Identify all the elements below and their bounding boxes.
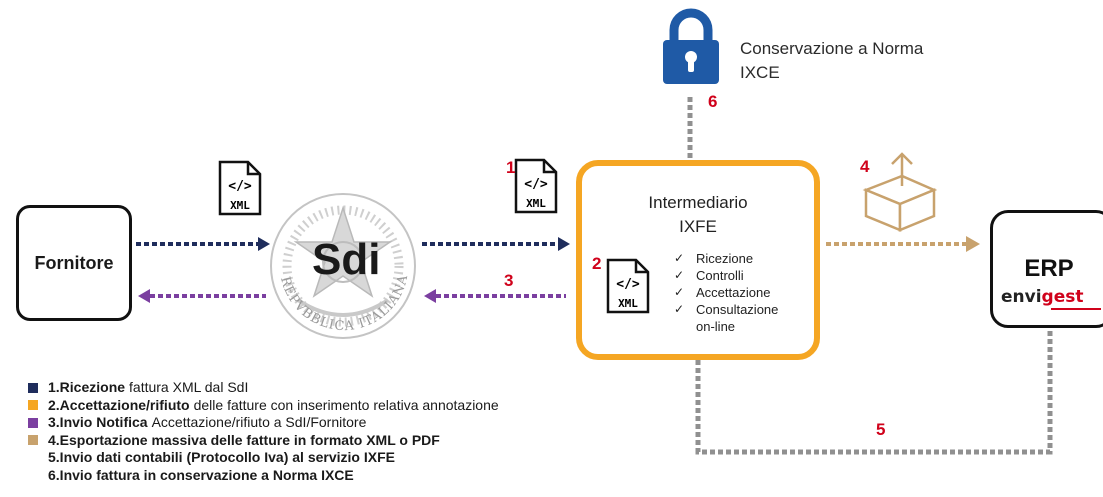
xml-caption: XML [526,197,546,210]
legend-swatch [28,470,38,480]
legend-swatch [28,435,38,446]
legend-swatch [28,453,38,463]
sdi-seal-emblem: REPVBBLICA ITALIANA [270,193,416,339]
xml-code-glyph: </> [228,179,252,194]
fornitore-box: Fornitore [16,205,132,321]
arrowhead-intermediario-to-erp [966,236,980,252]
legend-item: 5.Invio dati contabili (Protocollo Iva) … [28,449,499,467]
xml-code-glyph: </> [616,277,640,292]
checklist-item: ✓Controlli [674,268,744,283]
fornitore-label: Fornitore [34,252,114,273]
intermediario-box: Intermediario IXFE </> XML ✓Ricezione ✓C… [576,160,820,360]
conservazione-label: Conservazione a Norma IXCE [740,39,924,82]
checklist-item: on-line [696,319,736,334]
step-number-5: 5 [876,420,886,439]
xml-caption: XML [618,297,638,310]
legend-swatch [28,382,38,393]
intermediario-checklist: ✓Ricezione ✓Controlli ✓Accettazione ✓Con… [674,250,778,335]
check-icon: ✓ [674,285,685,299]
legend-swatch [28,417,38,428]
intermediario-title: Intermediario [648,193,748,212]
legend-item: 6.Invio fattura in conservazione a Norma… [28,467,499,485]
xml-file-icon: </> XML [606,258,650,314]
check-icon: ✓ [674,302,685,316]
arrowhead-intermediario-to-sdi [424,289,436,303]
xml-file-icon: </> XML [218,160,262,216]
step-number-6: 6 [708,92,718,111]
erp-title: ERP [1024,255,1074,282]
erp-box: ERP envigest [990,210,1103,328]
envigest-logo: envigest [1001,287,1084,307]
checklist-item: ✓Ricezione [674,251,754,266]
arrowhead-fornitore-to-sdi [258,237,270,251]
step-number-2: 2 [592,254,602,273]
xml-code-glyph: </> [524,177,548,192]
legend-swatch [28,400,38,411]
step-number-1: 1 [506,158,516,177]
connector-erp-to-intermediario [695,330,1053,455]
export-box-icon [862,152,938,232]
arrowhead-sdi-to-intermediario [558,237,570,251]
check-icon: ✓ [674,268,685,282]
envigest-logo-underline [1051,308,1101,310]
lock-icon [663,8,719,84]
checklist-item: ✓Accettazione [674,285,771,300]
step-number-3: 3 [504,271,514,290]
check-icon: ✓ [674,251,685,265]
xml-file-icon: </> XML [514,158,558,214]
arrowhead-sdi-to-fornitore [138,289,150,303]
legend-item: 4.Esportazione massiva delle fatture in … [28,432,499,450]
checklist-item: ✓Consultazione [674,302,779,317]
xml-caption: XML [230,199,250,212]
step-number-4: 4 [860,157,870,176]
intermediario-subtitle: IXFE [679,217,717,236]
sdi-label: Sdi [312,235,381,284]
